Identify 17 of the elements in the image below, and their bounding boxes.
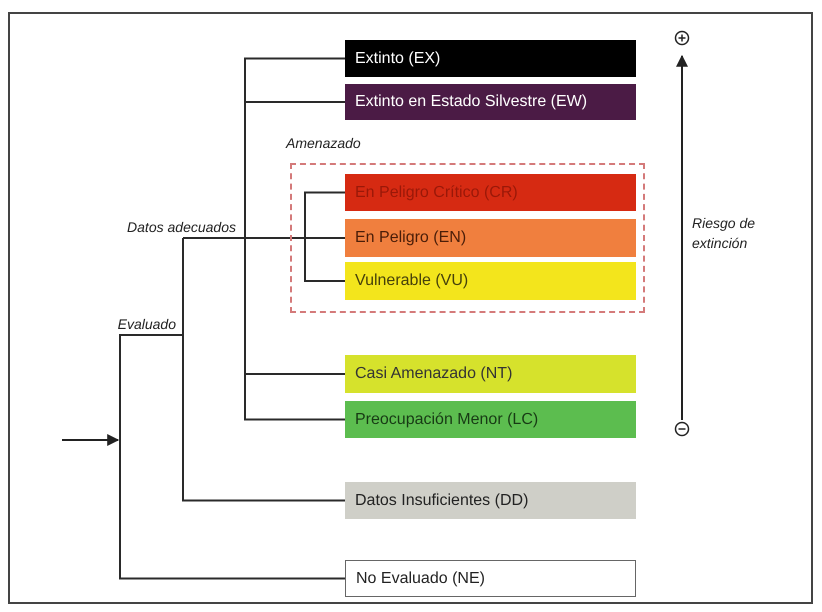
- axis-note: Riesgo de extinción: [692, 214, 756, 253]
- category-box: Casi Amenazado (NT): [345, 355, 636, 393]
- branch-label: Datos adecuados: [80, 210, 243, 238]
- connector-line: [119, 334, 345, 580]
- connector-line: [183, 237, 345, 420]
- category-box: Datos Insuficientes (DD): [345, 482, 636, 519]
- category-box: Vulnerable (VU): [345, 262, 636, 300]
- category-box: Preocupación Menor (LC): [345, 401, 636, 438]
- group-heading: Amenazado: [286, 135, 361, 151]
- category-box: Extinto (EX): [345, 40, 636, 77]
- connector-line: [182, 238, 184, 335]
- category-box: No Evaluado (NE): [345, 560, 636, 597]
- category-box: Extinto en Estado Silvestre (EW): [345, 84, 636, 120]
- branch-label: Evaluado: [84, 305, 183, 335]
- category-box: En Peligro Crítico (CR): [345, 174, 636, 211]
- category-box: En Peligro (EN): [345, 219, 636, 257]
- connector-line: [182, 334, 345, 502]
